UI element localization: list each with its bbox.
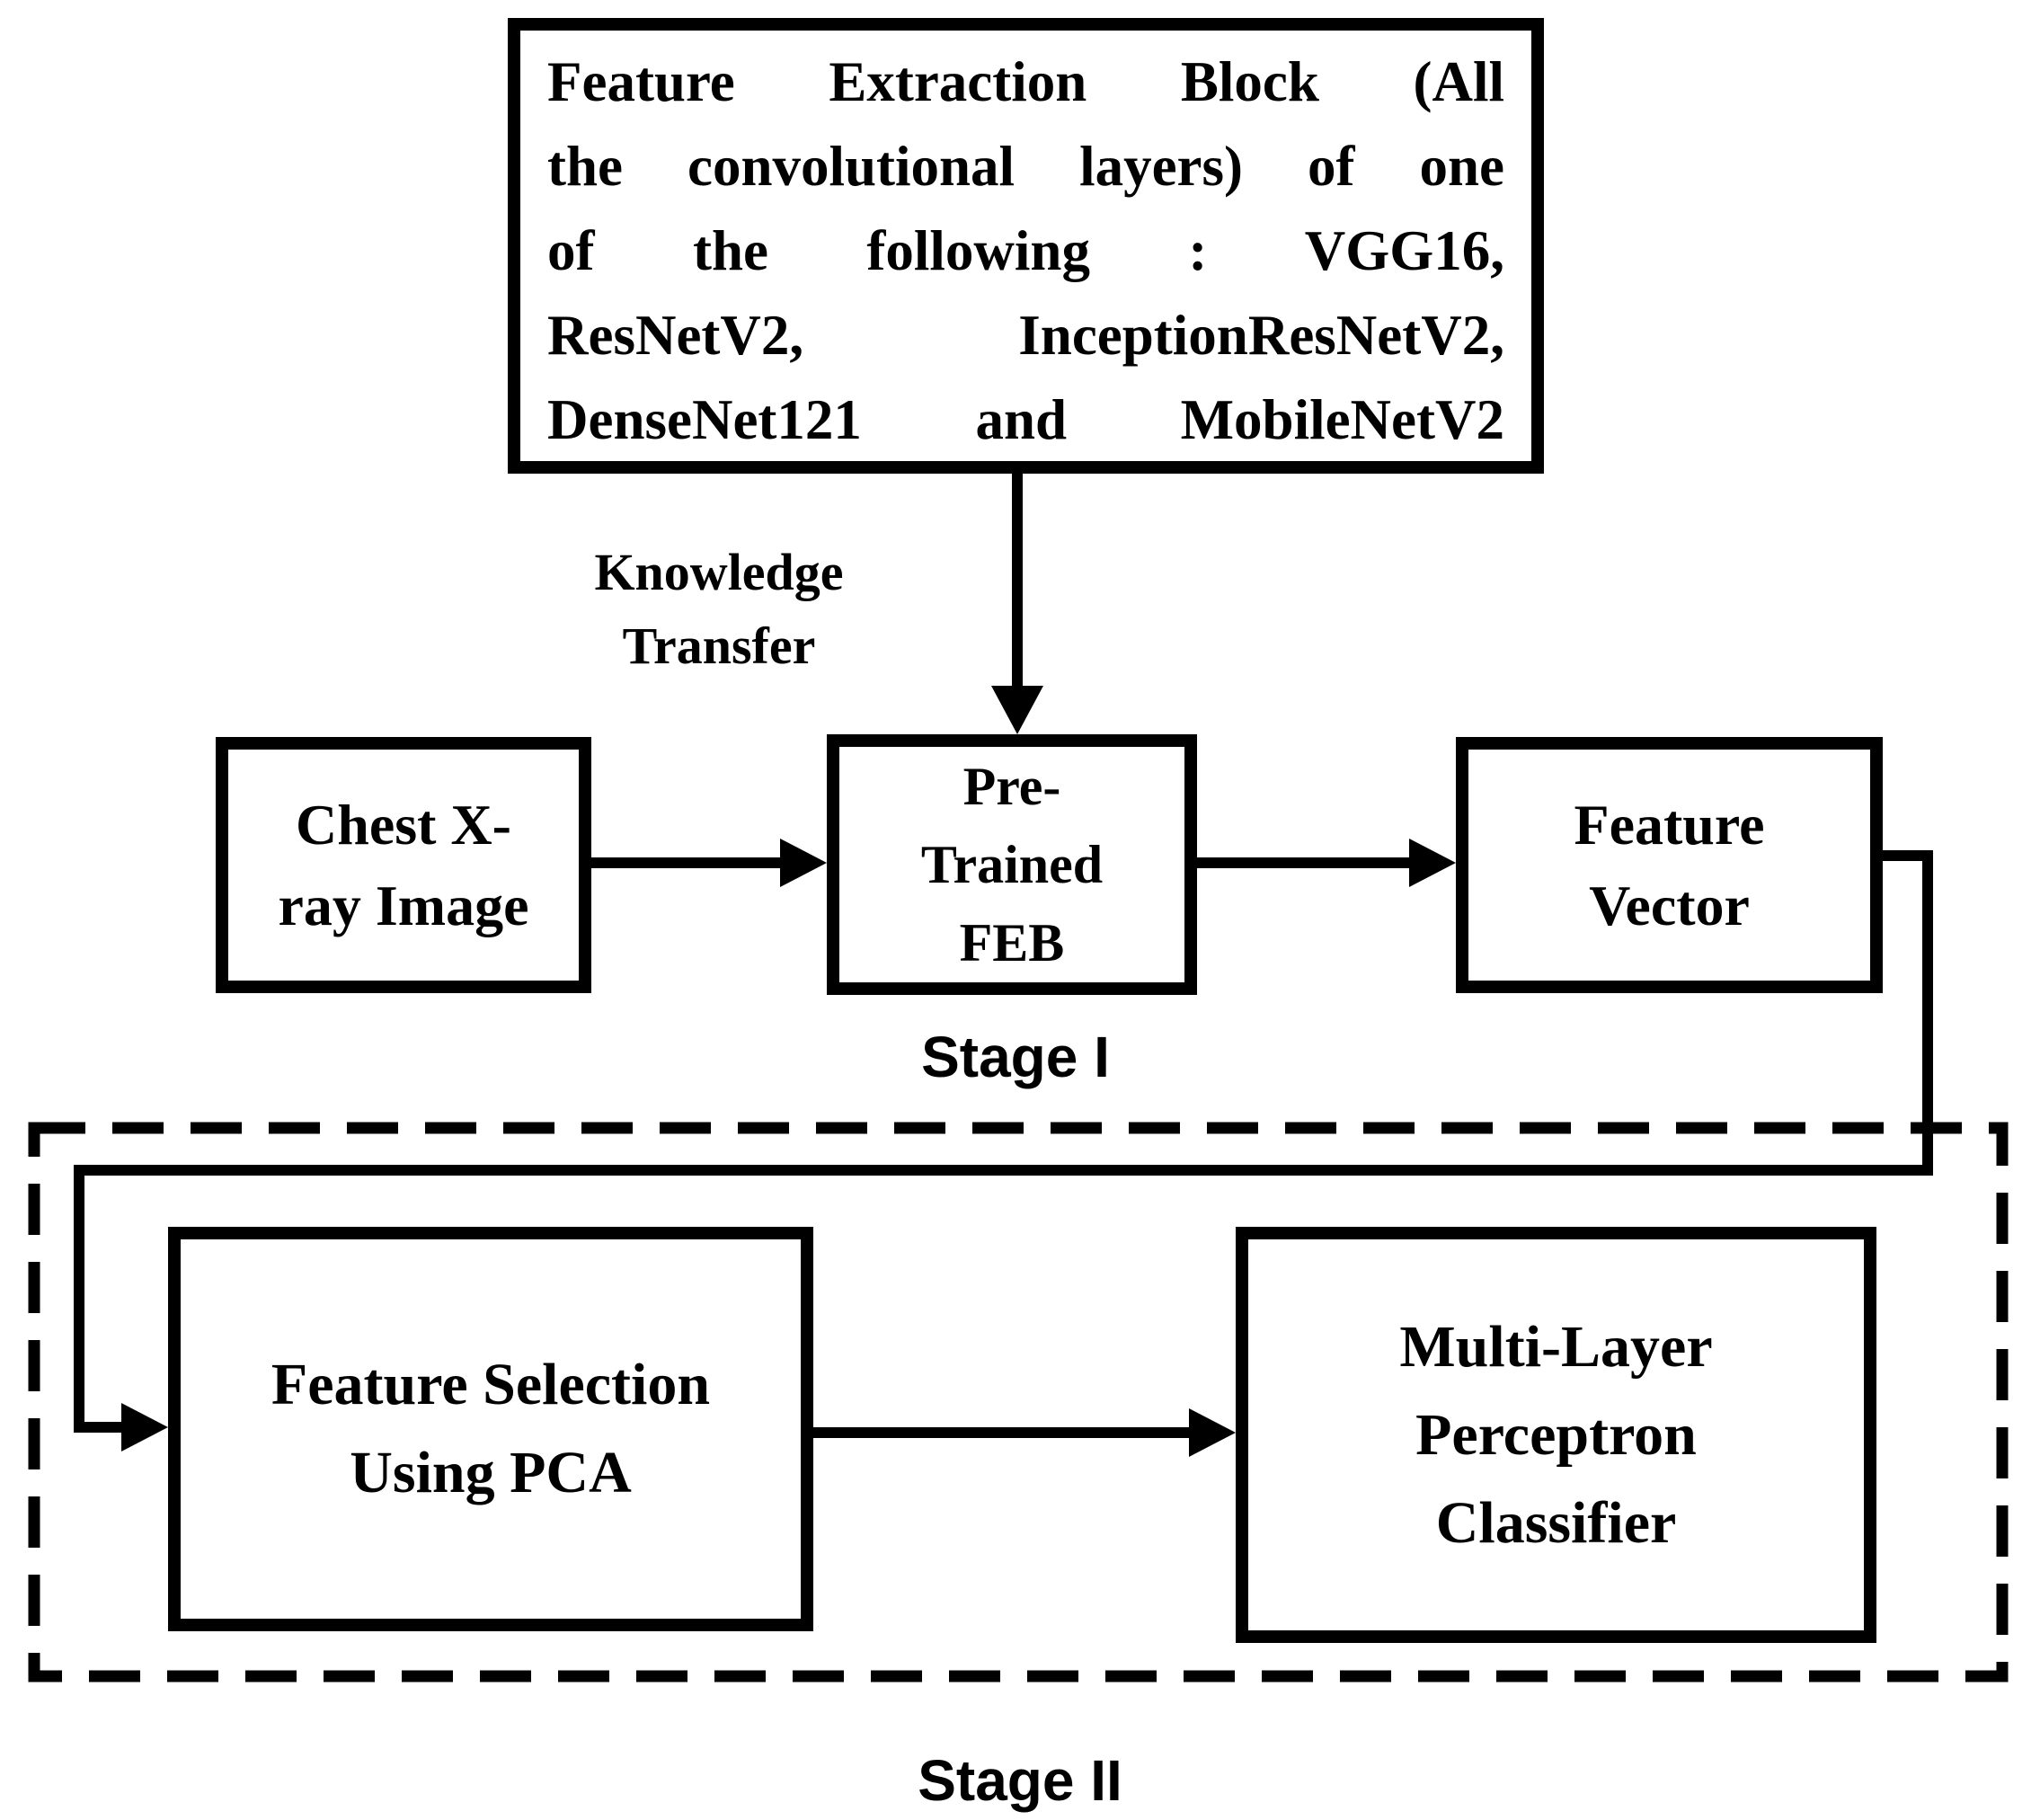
stage2-dashed-container <box>28 1122 2009 1682</box>
knowledge-transfer-arrow <box>991 474 1043 734</box>
pca-to-mlp-arrow <box>813 1408 1236 1457</box>
node-feature-extraction-block: Feature Extraction Block (All the convol… <box>508 18 1544 474</box>
chest-xray-line: ray Image <box>278 873 529 937</box>
feature-vector-line: Vector <box>1589 873 1750 937</box>
mlp-classifier-line: Multi-Layer <box>1399 1313 1713 1380</box>
mlp-classifier-line: Perceptron <box>1415 1401 1697 1468</box>
chest-to-feb-arrow <box>591 839 827 887</box>
feb-block-line: of the following : VGG16, <box>547 219 1504 282</box>
feb-block-line: ResNetV2, InceptionResNetV2, <box>547 304 1504 367</box>
knowledge-transfer-line: Knowledge <box>594 543 844 601</box>
node-feature-vector: Feature Vector <box>1456 737 1883 993</box>
pre-trained-feb-line: FEB <box>959 912 1065 972</box>
pre-trained-feb-line: Pre- <box>962 756 1061 816</box>
feature-vector-line: Feature <box>1574 792 1765 857</box>
feb-to-feature-vector-arrow <box>1197 839 1456 887</box>
knowledge-transfer-label: Knowledge Transfer <box>539 536 899 683</box>
node-mlp-classifier: Multi-Layer Perceptron Classifier <box>1236 1227 1876 1643</box>
stage1-label: Stage I <box>921 1025 1110 1089</box>
mlp-classifier-line: Classifier <box>1435 1489 1677 1556</box>
feature-selection-line: Using PCA <box>350 1440 632 1505</box>
feb-block-line: Feature Extraction Block (All <box>547 50 1504 113</box>
node-chest-xray-image: Chest X- ray Image <box>216 737 591 993</box>
feature-vector-to-pca-connector <box>74 850 1933 1452</box>
pre-trained-feb-line: Trained <box>920 834 1104 894</box>
knowledge-transfer-line: Transfer <box>622 617 816 675</box>
node-feature-selection-pca: Feature Selection Using PCA <box>168 1227 813 1631</box>
feb-block-line: DenseNet121 and MobileNetV2 <box>547 388 1504 451</box>
stage2-label: Stage II <box>918 1748 1122 1813</box>
feb-block-line: the convolutional layers) of one <box>547 135 1504 198</box>
node-pre-trained-feb: Pre- Trained FEB <box>827 734 1197 995</box>
chest-xray-line: Chest X- <box>296 792 511 857</box>
feature-selection-line: Feature Selection <box>271 1352 711 1417</box>
